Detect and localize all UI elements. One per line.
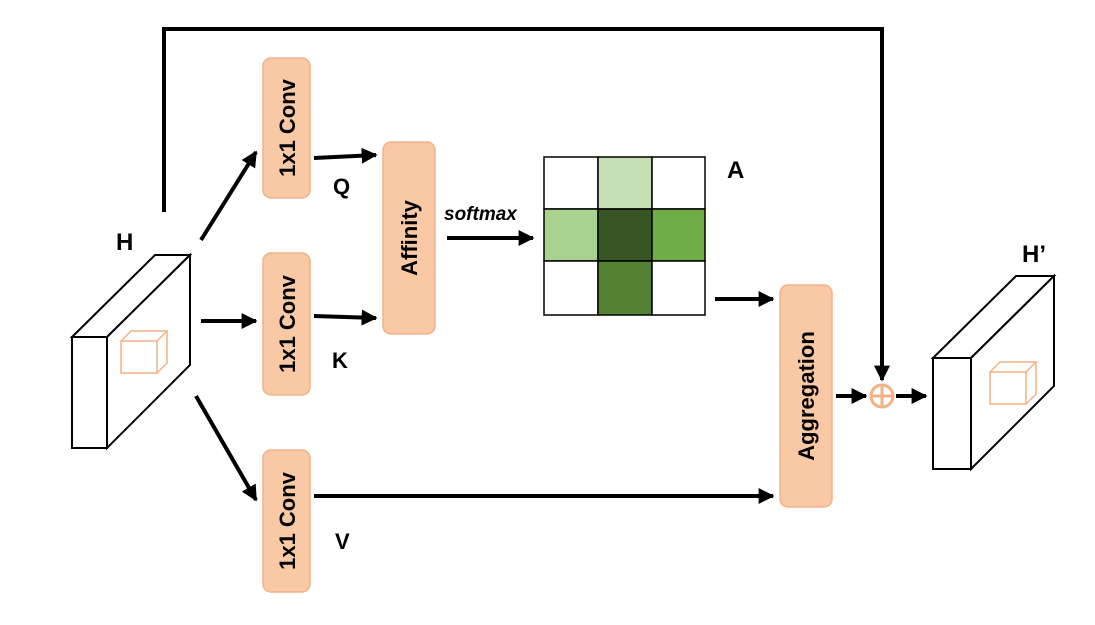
attention-cell-2-2	[651, 260, 706, 316]
q-label: Q	[333, 174, 350, 199]
attention-cell-0-0	[543, 156, 599, 210]
conv-q-block: 1x1 Conv	[262, 57, 311, 199]
aggregation-block: Aggregation	[779, 284, 833, 508]
v-label: V	[335, 529, 350, 554]
output-small-cube	[989, 361, 1038, 405]
arrow-q-to-affinity	[313, 147, 378, 164]
attention-map-label: A	[727, 157, 744, 184]
attention-cell-1-0	[543, 208, 599, 262]
arrow-h-to-conv-v	[194, 395, 258, 502]
arrow-residual-skip	[162, 27, 890, 382]
conv-q-label: 1x1 Conv	[275, 78, 300, 177]
k-label: K	[332, 348, 348, 373]
attention-cell-2-1	[597, 260, 653, 316]
arrow-k-to-affinity	[313, 309, 378, 326]
attention-cell-1-2	[651, 208, 706, 262]
attention-cell-1-1	[597, 208, 653, 262]
conv-k-label: 1x1 Conv	[275, 274, 300, 373]
attention-map-grid	[543, 156, 706, 316]
aggregation-label: Aggregation	[794, 331, 819, 461]
input-label: H	[116, 229, 133, 256]
sum-node	[869, 383, 895, 409]
conv-v-block: 1x1 Conv	[262, 449, 311, 593]
input-feature-map	[69, 252, 193, 451]
softmax-label: softmax	[444, 204, 518, 225]
affinity-block: Affinity	[382, 141, 436, 335]
attention-cell-0-2	[651, 156, 706, 210]
attention-cell-2-0	[543, 260, 599, 316]
flow-arrows	[162, 27, 928, 504]
affinity-label: Affinity	[397, 199, 422, 276]
conv-k-block: 1x1 Conv	[262, 252, 311, 396]
output-feature-map	[930, 273, 1057, 472]
arrow-h-to-conv-q	[199, 150, 258, 242]
input-small-cube	[120, 330, 169, 374]
output-label: H’	[1022, 241, 1046, 268]
attention-cell-0-1	[597, 156, 653, 210]
conv-v-label: 1x1 Conv	[275, 471, 300, 570]
